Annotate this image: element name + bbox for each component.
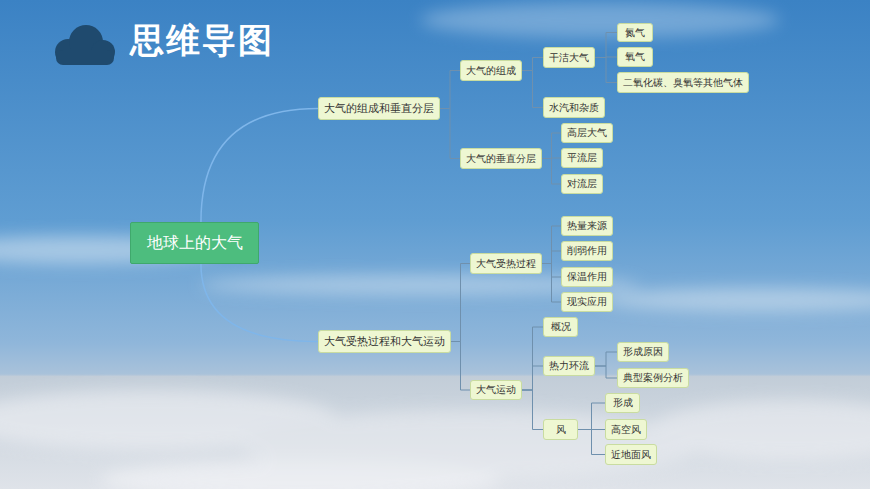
topic-label: 大气受热过程 bbox=[476, 257, 536, 271]
branch-line bbox=[440, 71, 460, 109]
topic-box: 现实应用 bbox=[561, 292, 613, 312]
topic-box: 干洁大气 bbox=[543, 47, 595, 68]
topic-label: 水汽和杂质 bbox=[549, 101, 599, 115]
topic-box: 大气运动 bbox=[470, 380, 522, 400]
topic-label: 大气的垂直分层 bbox=[466, 152, 536, 166]
topic-label: 风 bbox=[556, 423, 566, 437]
branch-line bbox=[451, 342, 470, 391]
topic-label: 大气的组成和垂直分层 bbox=[324, 101, 434, 116]
topic-label: 大气受热过程和大气运动 bbox=[324, 334, 445, 349]
topic-label: 近地面风 bbox=[611, 448, 651, 462]
topic-label: 平流层 bbox=[567, 151, 597, 165]
topic-label: 干洁大气 bbox=[549, 51, 589, 65]
topic-box: 大气受热过程 bbox=[470, 253, 542, 274]
topic-box: 近地面风 bbox=[605, 444, 657, 465]
branch-line bbox=[542, 226, 561, 264]
topic-box: 热量来源 bbox=[561, 216, 613, 236]
root-topic: 地球上的大气 bbox=[130, 222, 259, 264]
topic-box: 大气的组成和垂直分层 bbox=[318, 97, 440, 120]
branch-line bbox=[595, 352, 617, 366]
topic-box: 大气的组成 bbox=[460, 60, 522, 81]
topic-box: 形成原因 bbox=[617, 342, 669, 362]
branch-line bbox=[595, 33, 617, 58]
branch-line bbox=[522, 58, 543, 71]
topic-box: 典型案例分析 bbox=[617, 368, 689, 388]
topic-box: 水汽和杂质 bbox=[543, 97, 605, 118]
branch-line bbox=[595, 366, 617, 378]
topic-label: 保温作用 bbox=[567, 270, 607, 284]
branch-line bbox=[595, 58, 617, 83]
topic-box: 对流层 bbox=[561, 174, 603, 194]
topic-box: 保温作用 bbox=[561, 267, 613, 287]
branch-line bbox=[201, 109, 318, 223]
branch-line bbox=[522, 366, 543, 390]
topic-label: 二氧化碳、臭氧等其他气体 bbox=[623, 76, 743, 90]
topic-label: 典型案例分析 bbox=[623, 371, 683, 385]
topic-label: 氮气 bbox=[625, 26, 645, 40]
topic-box: 削弱作用 bbox=[561, 241, 613, 261]
branch-line bbox=[542, 159, 561, 185]
topic-label: 概况 bbox=[551, 320, 571, 334]
topic-label: 对流层 bbox=[567, 177, 597, 191]
topic-box: 风 bbox=[543, 419, 578, 440]
branch-line bbox=[451, 264, 470, 342]
topic-box: 大气受热过程和大气运动 bbox=[318, 330, 451, 353]
topic-label: 高空风 bbox=[611, 423, 641, 437]
branch-line bbox=[578, 403, 605, 430]
branch-line bbox=[522, 390, 543, 430]
topic-label: 大气运动 bbox=[476, 383, 516, 397]
topic-box: 氧气 bbox=[617, 47, 653, 67]
page-title: 思维导图 bbox=[130, 18, 274, 64]
topic-label: 形成原因 bbox=[623, 345, 663, 359]
topic-label: 氧气 bbox=[625, 50, 645, 64]
topic-box: 热力环流 bbox=[543, 356, 595, 376]
branch-line bbox=[542, 133, 561, 159]
topic-label: 形成 bbox=[613, 396, 633, 410]
branch-line bbox=[578, 430, 605, 455]
topic-box: 大气的垂直分层 bbox=[460, 148, 542, 169]
topic-label: 高层大气 bbox=[567, 126, 607, 140]
topic-label: 削弱作用 bbox=[567, 244, 607, 258]
topic-box: 概况 bbox=[543, 317, 578, 337]
topic-label: 热力环流 bbox=[549, 359, 589, 373]
topic-label: 热量来源 bbox=[567, 219, 607, 233]
topic-box: 氮气 bbox=[617, 23, 653, 42]
topic-box: 平流层 bbox=[561, 148, 603, 168]
branch-line bbox=[201, 264, 318, 342]
topic-label: 地球上的大气 bbox=[147, 233, 243, 254]
branch-line bbox=[542, 264, 561, 303]
branch-line bbox=[542, 251, 561, 264]
branch-line bbox=[522, 327, 543, 390]
topic-box: 形成 bbox=[605, 393, 640, 413]
topic-label: 大气的组成 bbox=[466, 64, 516, 78]
cloud-icon bbox=[55, 25, 115, 65]
branch-line bbox=[522, 71, 543, 108]
topic-box: 高空风 bbox=[605, 419, 647, 440]
topic-box: 二氧化碳、臭氧等其他气体 bbox=[617, 72, 749, 93]
topic-box: 高层大气 bbox=[561, 123, 613, 143]
branch-line bbox=[440, 109, 460, 159]
topic-label: 现实应用 bbox=[567, 295, 607, 309]
